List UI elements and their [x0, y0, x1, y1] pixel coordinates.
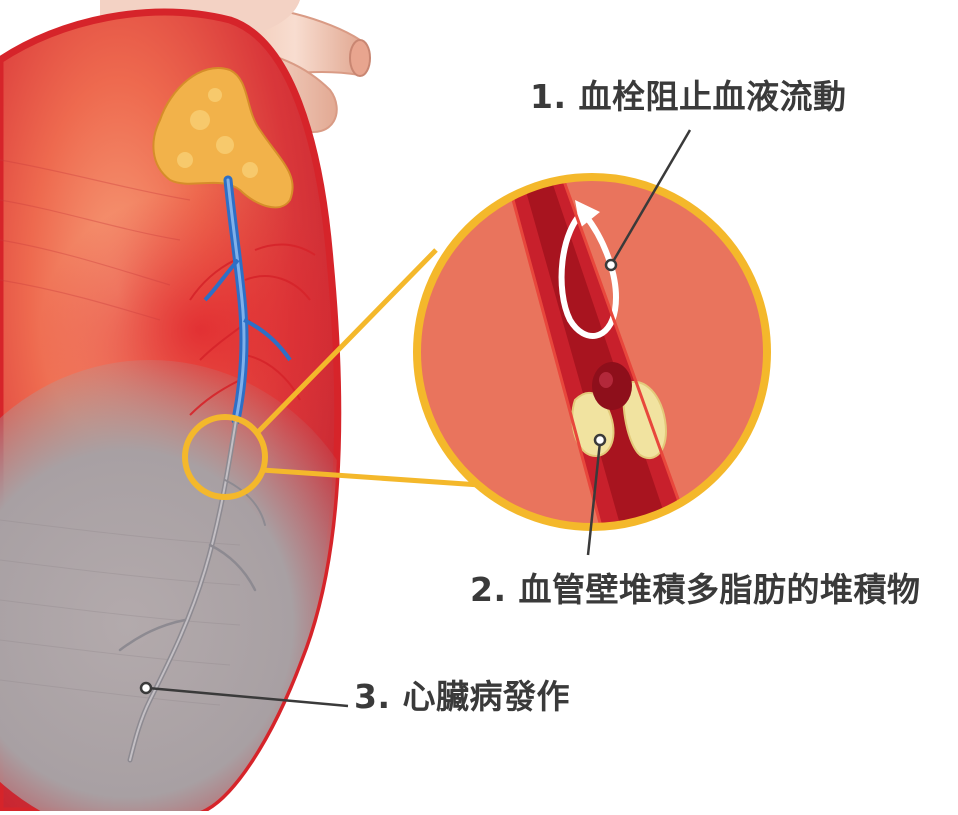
label-plaque: 2. 血管壁堆積多脂肪的堆積物: [470, 573, 921, 606]
label-heart-attack: 3. 心臟病發作: [354, 680, 570, 713]
leader-dot-heart-attack: [141, 683, 151, 693]
zoomed-artery-view: [417, 170, 767, 560]
label-blood-clot: 1. 血栓阻止血液流動: [530, 80, 847, 113]
leader-dot-plaque: [595, 435, 605, 445]
blood-clot: [592, 362, 632, 410]
leader-dot-clot: [606, 260, 616, 270]
